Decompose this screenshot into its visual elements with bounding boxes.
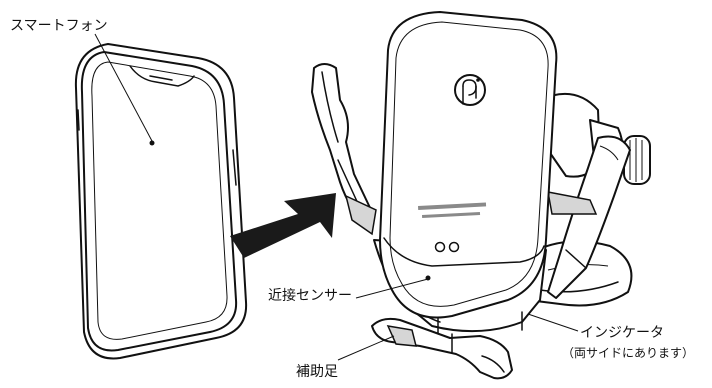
label-indicator: インジケータ <box>580 325 664 341</box>
leader-support-foot <box>337 335 395 361</box>
leader-smartphone <box>94 33 153 142</box>
support-foot <box>371 317 513 380</box>
smartphone-illustration <box>74 43 248 360</box>
leader-indicator <box>527 313 579 332</box>
label-smartphone: スマートフォン <box>10 18 108 34</box>
qi-logo-icon <box>454 74 486 106</box>
label-indicator-note: （両サイドにあります） <box>562 346 694 360</box>
label-proximity-sensor: 近接センサー <box>268 287 352 304</box>
leader-proximity-sensor <box>355 278 429 299</box>
rotation-knob <box>623 135 651 185</box>
label-support-foot: 補助足 <box>296 364 338 380</box>
arrow-icon <box>230 193 336 258</box>
charger-mount-illustration <box>311 11 651 380</box>
printed-marking <box>418 202 487 218</box>
screen-center-dot <box>149 140 155 146</box>
